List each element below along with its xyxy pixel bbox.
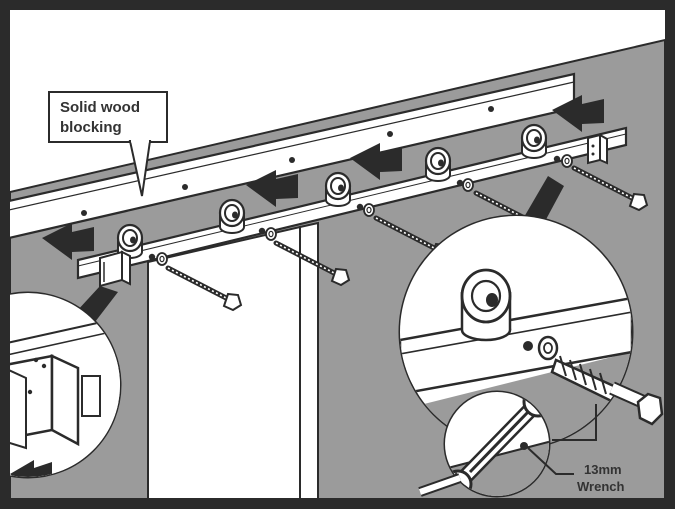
blocking-label-line1: Solid wood [60,99,140,116]
blocking-label-line2: blocking [60,119,122,136]
end-stop-icon-right [587,133,608,165]
wrench-callout: 13mm Wrench [577,462,624,494]
blocking-callout: Solid wood blocking [48,91,168,197]
frame-content: Solid wood blocking 13mm Wrench [10,10,665,499]
blocking-holes [81,106,494,216]
wrench-leader-line [552,404,597,441]
wrench-label-line1: 13mm [584,462,622,477]
door-panel-gap [299,221,319,499]
wrench-label-line2: Wrench [577,479,624,494]
end-stop-icon-left [99,250,131,288]
left-inset [10,291,122,479]
door-panel-left [147,225,301,499]
big-bolt-head [609,381,664,426]
track-holes [148,155,561,261]
